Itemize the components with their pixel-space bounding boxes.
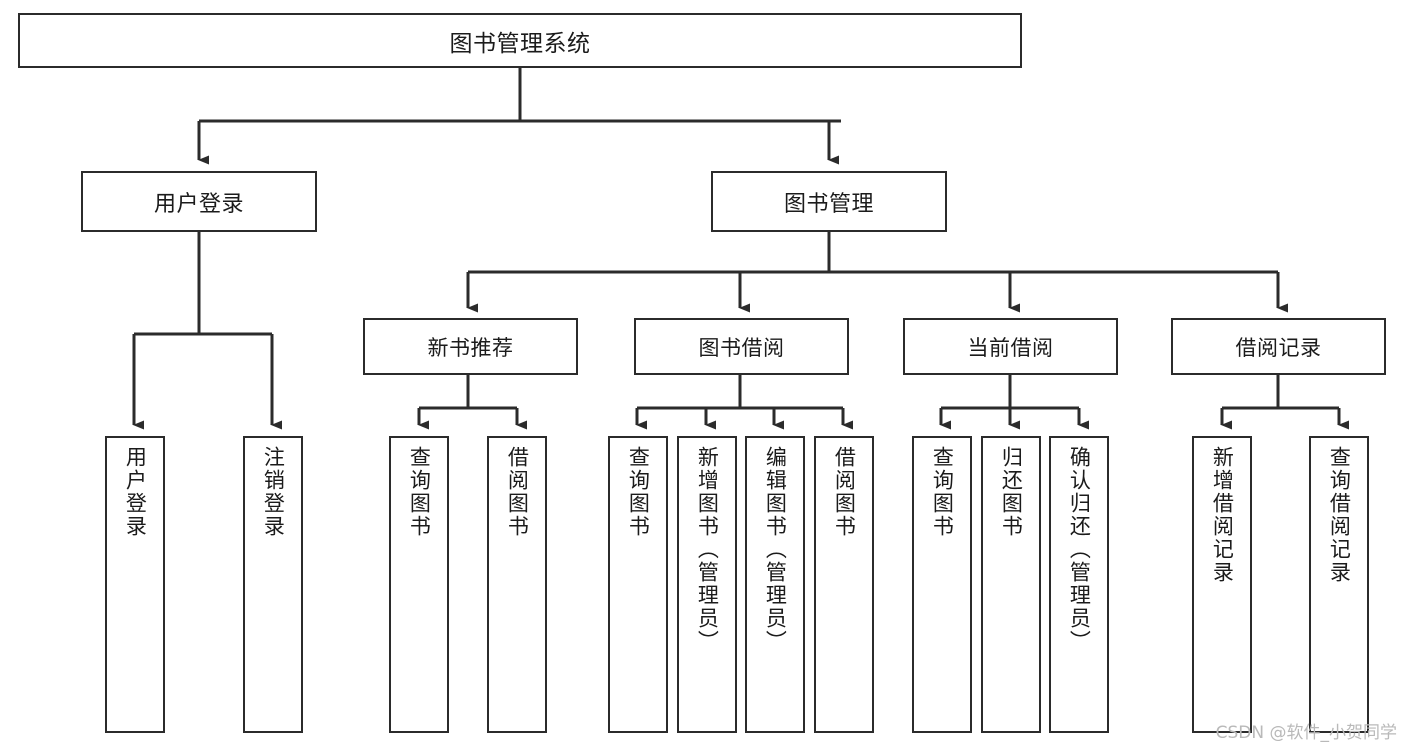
node-leaf-add-book-label: 新增图书（管理员） [695, 446, 720, 653]
node-book-management-label: 图书管理 [783, 191, 874, 217]
node-leaf-logout-login-label: 注销登录 [261, 446, 286, 538]
node-leaf-user-login-label: 用户登录 [123, 446, 148, 538]
node-leaf-query-book-1[interactable]: 查询图书 [389, 436, 449, 733]
node-leaf-borrow-book-2[interactable]: 借阅图书 [814, 436, 874, 733]
node-leaf-borrow-book-1[interactable]: 借阅图书 [487, 436, 547, 733]
node-leaf-query-book-2[interactable]: 查询图书 [608, 436, 668, 733]
node-leaf-query-record[interactable]: 查询借阅记录 [1309, 436, 1369, 733]
node-new-book-recommend[interactable]: 新书推荐 [363, 318, 578, 375]
node-leaf-edit-book-label: 编辑图书（管理员） [763, 446, 788, 653]
node-leaf-query-book-2-label: 查询图书 [626, 446, 651, 538]
node-leaf-edit-book[interactable]: 编辑图书（管理员） [745, 436, 805, 733]
node-leaf-add-record-label: 新增借阅记录 [1210, 446, 1235, 584]
node-leaf-query-record-label: 查询借阅记录 [1327, 446, 1352, 584]
node-user-login-label: 用户登录 [153, 191, 244, 217]
node-leaf-confirm-return-label: 确认归还（管理员） [1067, 446, 1092, 653]
node-user-login[interactable]: 用户登录 [81, 171, 317, 232]
node-leaf-user-login[interactable]: 用户登录 [105, 436, 165, 733]
node-leaf-return-book[interactable]: 归还图书 [981, 436, 1041, 733]
node-leaf-query-book-3[interactable]: 查询图书 [912, 436, 972, 733]
node-leaf-return-book-label: 归还图书 [999, 446, 1024, 538]
node-book-borrow[interactable]: 图书借阅 [634, 318, 849, 375]
node-book-management[interactable]: 图书管理 [711, 171, 947, 232]
node-leaf-query-book-1-label: 查询图书 [407, 446, 432, 538]
node-current-borrow-label: 当前借阅 [967, 335, 1054, 360]
node-root-label: 图书管理系统 [449, 30, 591, 57]
node-leaf-query-book-3-label: 查询图书 [930, 446, 955, 538]
node-new-book-recommend-label: 新书推荐 [427, 335, 514, 360]
node-root[interactable]: 图书管理系统 [18, 13, 1022, 68]
node-leaf-confirm-return[interactable]: 确认归还（管理员） [1049, 436, 1109, 733]
node-leaf-add-record[interactable]: 新增借阅记录 [1192, 436, 1252, 733]
node-leaf-add-book[interactable]: 新增图书（管理员） [677, 436, 737, 733]
node-leaf-borrow-book-2-label: 借阅图书 [832, 446, 857, 538]
node-borrow-record[interactable]: 借阅记录 [1171, 318, 1386, 375]
node-book-borrow-label: 图书借阅 [698, 335, 785, 360]
node-borrow-record-label: 借阅记录 [1235, 335, 1322, 360]
node-leaf-logout-login[interactable]: 注销登录 [243, 436, 303, 733]
node-current-borrow[interactable]: 当前借阅 [903, 318, 1118, 375]
node-leaf-borrow-book-1-label: 借阅图书 [505, 446, 530, 538]
